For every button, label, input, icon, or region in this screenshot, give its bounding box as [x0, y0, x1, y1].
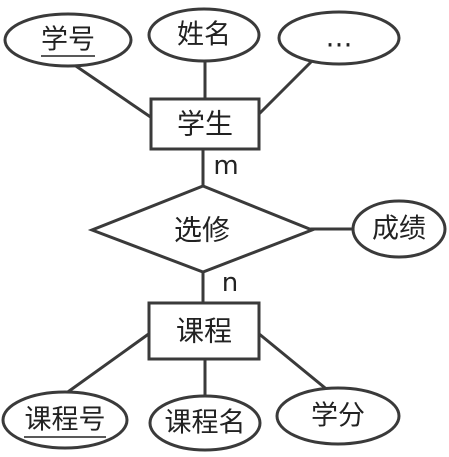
- attribute-label: 成绩: [372, 214, 426, 245]
- edge-course-credit: [256, 331, 332, 394]
- cardinality-course-side: n: [222, 268, 238, 298]
- attribute-label: 学分: [311, 401, 365, 432]
- attribute-label: 课程号: [25, 405, 106, 436]
- attribute-grade: 成绩: [351, 199, 447, 259]
- attribute-label: 学号: [41, 25, 95, 56]
- attribute-label: …: [326, 23, 353, 54]
- attribute-course-name: 课程名: [148, 394, 262, 452]
- entity-label: 课程: [176, 315, 232, 348]
- entity-label: 学生: [177, 108, 233, 141]
- edge-student-id: [68, 60, 154, 120]
- edge-course-id: [63, 331, 152, 396]
- edge-student-more: [256, 58, 315, 117]
- attribute-student-name: 姓名: [147, 7, 261, 63]
- attribute-course-id: 课程号: [1, 390, 129, 450]
- relationship-label: 选修: [174, 214, 230, 247]
- connector-lines: [63, 58, 356, 398]
- attribute-label: 课程名: [165, 408, 246, 439]
- attribute-label: 姓名: [177, 20, 231, 51]
- attribute-course-credit: 学分: [275, 386, 401, 446]
- attribute-student-more: …: [277, 10, 401, 66]
- cardinality-student-side: m: [213, 151, 238, 181]
- entity-student: 学生: [149, 97, 261, 151]
- entity-course: 课程: [147, 301, 261, 361]
- attribute-student-id: 学号: [3, 12, 133, 68]
- relationship-enrollment: 选修: [87, 184, 317, 274]
